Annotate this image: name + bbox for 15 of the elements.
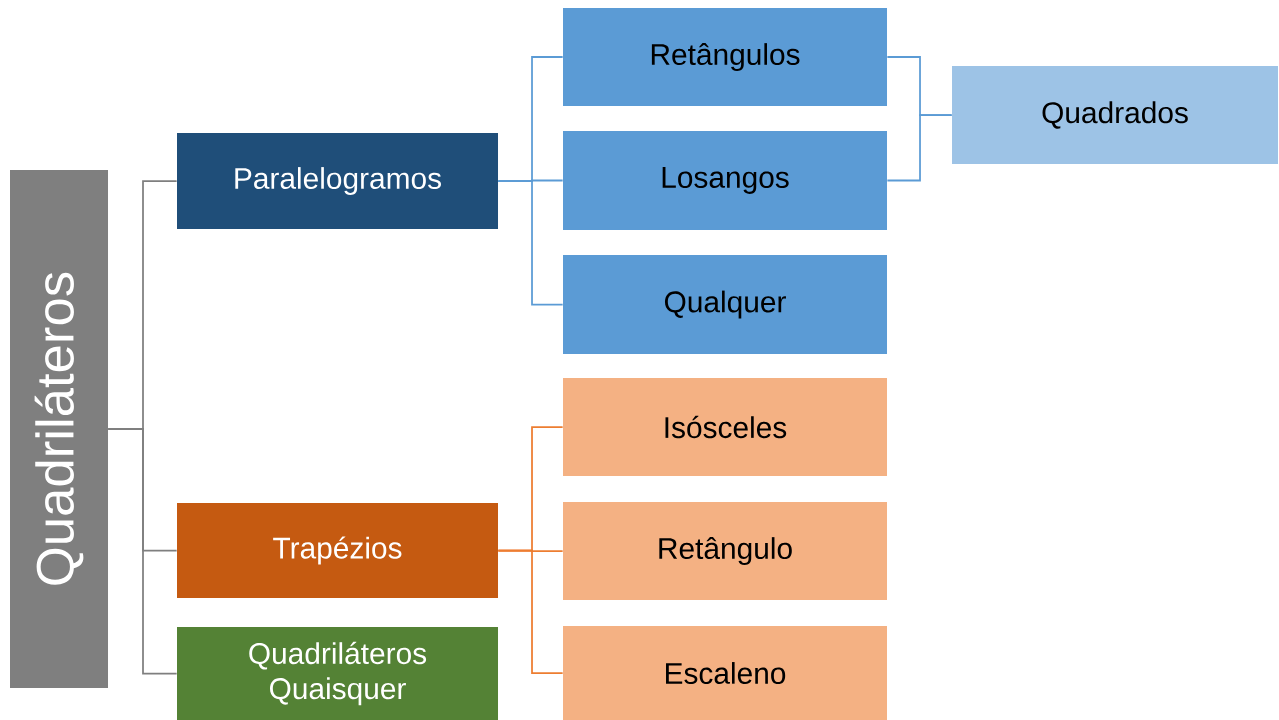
box: Retângulos	[563, 8, 887, 106]
box: Quadriláteros Quaisquer	[177, 627, 498, 720]
connector-line	[886, 114, 953, 182]
connector-line	[107, 428, 178, 675]
connector-line	[497, 180, 564, 306]
category-box: Quadriláteros	[10, 170, 108, 688]
box: Retângulo	[563, 502, 887, 600]
box: Escaleno	[563, 626, 887, 720]
box: Isósceles	[563, 378, 887, 476]
connector-line	[497, 549, 564, 674]
box: Losangos	[563, 131, 887, 230]
box: Quadrados	[952, 66, 1278, 164]
box: Trapézios	[177, 503, 498, 598]
box: Paralelogramos	[177, 133, 498, 229]
box: Qualquer	[563, 255, 887, 354]
